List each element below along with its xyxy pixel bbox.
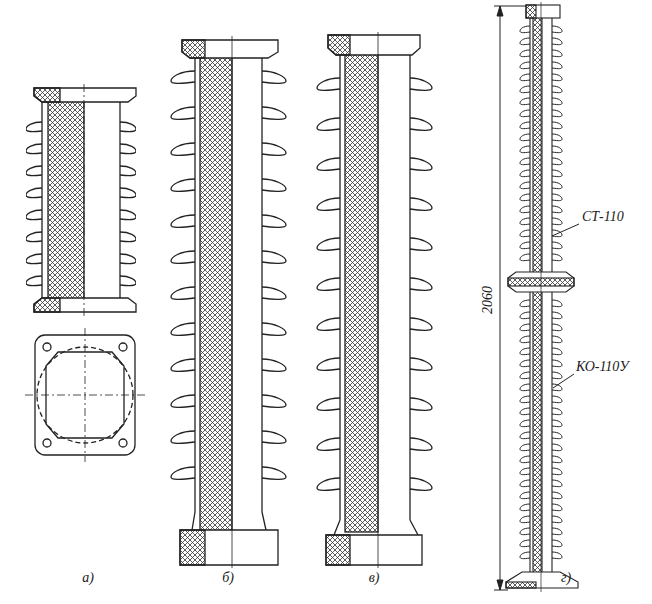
part-designation: СТ-110 — [582, 210, 624, 224]
figure-letter: в) — [369, 571, 380, 585]
figure-letter: г) — [561, 571, 571, 585]
insulator-a-bottom-view — [25, 328, 145, 462]
dimension-line — [494, 6, 526, 590]
insulator-c — [316, 32, 434, 568]
insulator-b — [170, 36, 288, 568]
leader-line — [552, 224, 579, 388]
insulator-d — [506, 2, 578, 592]
dimension-value: 2060 — [481, 286, 495, 314]
figure-letter: а) — [82, 571, 94, 585]
part-designation: КО-110У — [576, 360, 629, 374]
figure-letter: б) — [222, 571, 234, 585]
insulator-a — [26, 84, 136, 316]
